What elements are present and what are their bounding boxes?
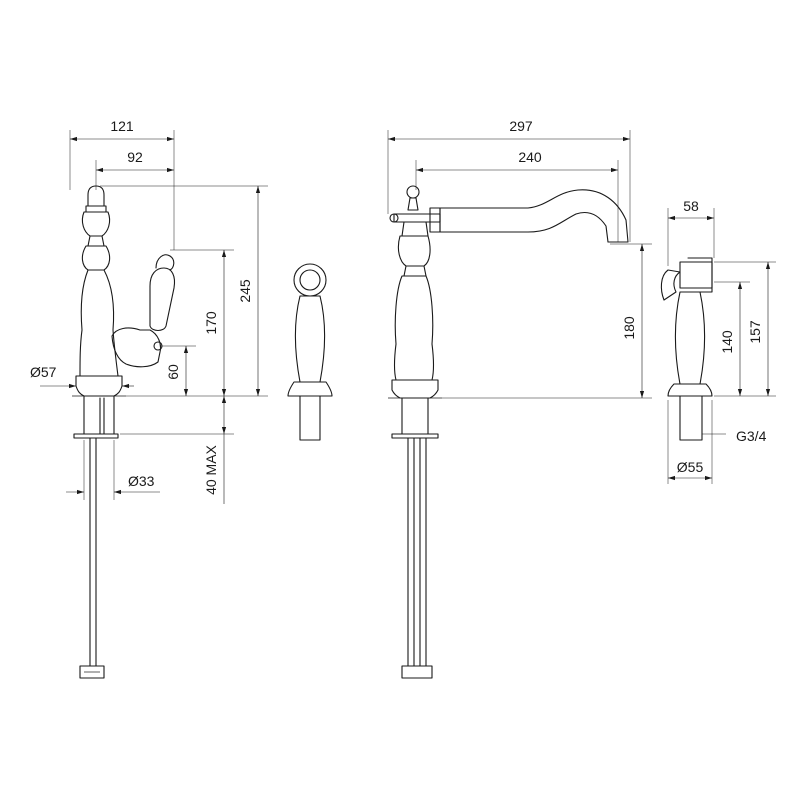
dim-label-40-max: 40 MAX	[203, 444, 219, 494]
side-view	[72, 185, 176, 679]
dim-label-dia-57: Ø57	[30, 364, 57, 380]
dim-label-60: 60	[165, 364, 181, 380]
dim-label-297: 297	[509, 118, 533, 134]
dim-label-157: 157	[747, 320, 763, 344]
dim-label-170: 170	[203, 311, 219, 335]
dim-label-121: 121	[110, 118, 134, 134]
dim-label-245: 245	[237, 279, 253, 303]
dim-label-180: 180	[621, 316, 637, 340]
dim-label-dia-55: Ø55	[677, 459, 704, 475]
dim-label-58: 58	[683, 198, 699, 214]
dim-label-g34: G3/4	[736, 428, 767, 444]
hand-shower-side-view	[660, 257, 713, 441]
dimension-lines	[40, 130, 776, 504]
dim-label-92: 92	[127, 149, 143, 165]
dim-label-dia-33: Ø33	[128, 473, 155, 489]
dimension-labels: 121 92 245 170 60 40 MAX Ø57 Ø33 297 240…	[30, 118, 767, 495]
dim-label-240: 240	[518, 149, 542, 165]
hand-shower-front-view	[287, 263, 333, 441]
dim-label-140: 140	[719, 330, 735, 354]
front-view	[388, 185, 629, 679]
